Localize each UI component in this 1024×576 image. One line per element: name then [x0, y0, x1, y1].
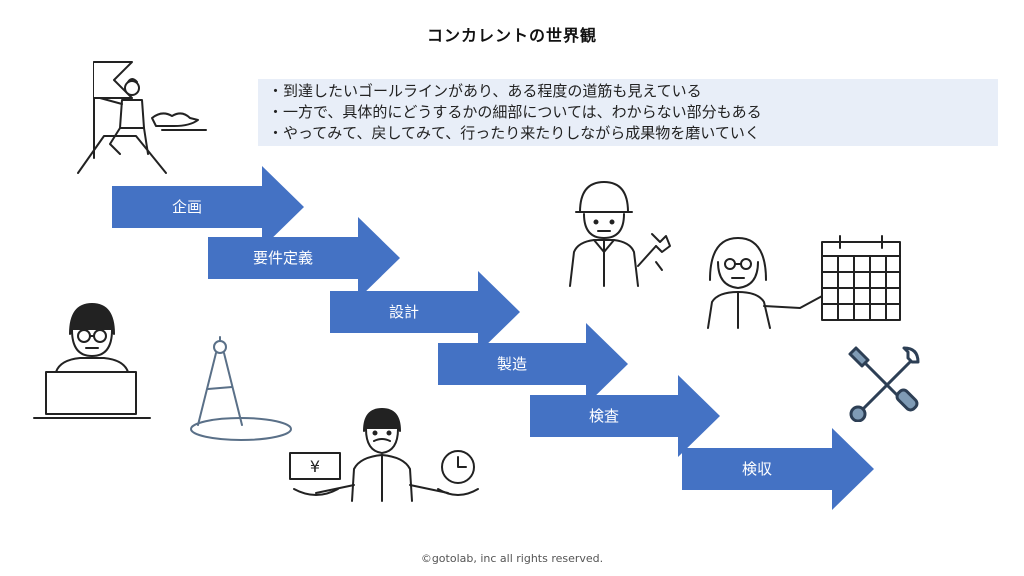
step-label: 検査	[588, 407, 619, 425]
step-arrow-requirements: 要件定義	[208, 217, 400, 299]
laptop-man-illustration	[33, 303, 151, 419]
teacher-calendar-illustration	[707, 235, 901, 329]
step-label: 設計	[388, 303, 419, 321]
page-title: コンカレントの世界観	[426, 26, 597, 45]
step-arrow-planning: 企画	[112, 166, 304, 248]
step-label: 企画	[171, 198, 202, 216]
worker-wrench-illustration	[569, 181, 671, 287]
compass-icon	[190, 336, 292, 441]
notes-box: ・到達したいゴールラインがあり、ある程度の道筋も見えている ・一方で、具体的にど…	[258, 79, 998, 146]
svg-text:¥: ¥	[310, 457, 320, 476]
note-line: ・一方で、具体的にどうするかの細部については、わからない部分もある	[268, 103, 762, 121]
step-arrow-manufacturing: 製造	[438, 323, 628, 405]
note-line: ・やってみて、戻してみて、行ったり来たりしながら成果物を磨いていく	[268, 124, 760, 142]
step-arrow-design: 設計	[330, 271, 520, 353]
tools-icon	[848, 346, 920, 422]
copyright-footer: ©gotolab, inc all rights reserved.	[420, 552, 604, 565]
step-arrow-inspection: 検査	[530, 375, 720, 457]
step-label: 検収	[741, 460, 772, 478]
cost-time-balance-illustration: ¥	[289, 408, 479, 502]
climber-flag-illustration	[77, 61, 207, 174]
step-label: 要件定義	[252, 249, 313, 267]
step-arrow-acceptance: 検収	[682, 428, 874, 510]
note-line: ・到達したいゴールラインがあり、ある程度の道筋も見えている	[268, 82, 702, 100]
step-label: 製造	[496, 355, 527, 373]
